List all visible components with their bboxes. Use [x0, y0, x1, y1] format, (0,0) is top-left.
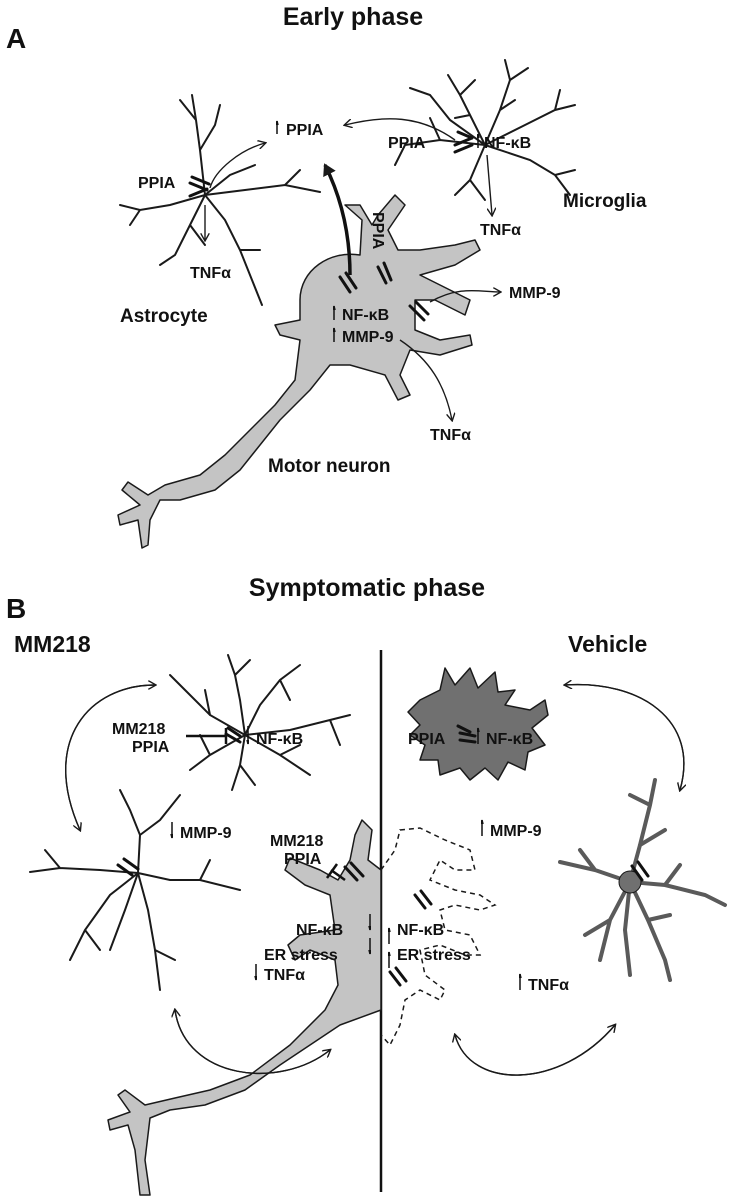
label-er-stress-right: ER stress — [397, 947, 471, 964]
astrocyte-a — [119, 94, 321, 306]
label-nfkb-neuron-left: NF-κB — [296, 922, 343, 939]
label-ppia-neuron-left: PPIA — [284, 851, 322, 868]
motor-neuron-b-right — [380, 827, 497, 1047]
microglia-a — [394, 59, 576, 201]
panel-a-title: Early phase — [283, 3, 423, 31]
panel-b-title: Symptomatic phase — [249, 574, 485, 602]
label-ppia-up: PPIA — [286, 122, 324, 139]
label-mm218-microglia: MM218 — [112, 721, 165, 738]
up-arrows-a — [277, 121, 478, 342]
label-tnf-neuron: TNFα — [430, 427, 471, 444]
astrocyte-b-right-body — [618, 870, 642, 894]
label-nfkb-neuron: NF-κB — [342, 307, 389, 324]
arrows-b — [65, 685, 684, 1076]
label-ppia-astrocyte: PPIA — [138, 175, 176, 192]
label-nfkb-neuron-right: NF-κB — [397, 922, 444, 939]
label-mmp9-right: MMP-9 — [490, 823, 542, 840]
microglia-b-right — [407, 667, 549, 781]
label-ppia-microglia-left: PPIA — [132, 739, 170, 756]
motor-neuron-b-left — [107, 819, 382, 1196]
trend-arrows-b — [172, 726, 520, 990]
label-nfkb-microglia-right: NF-κB — [486, 731, 533, 748]
microglia-b-left — [169, 654, 351, 791]
label-ppia-microglia: PPIA — [388, 135, 426, 152]
receptor-icons-b — [116, 724, 650, 987]
label-microglia: Microglia — [563, 191, 647, 212]
astrocyte-b-left — [29, 789, 241, 991]
label-nfkb-microglia: NF-κB — [484, 135, 531, 152]
panel-a-letter: A — [6, 23, 26, 54]
label-ppia-microglia-right: PPIA — [408, 731, 446, 748]
label-nfkb-microglia-left: NF-κB — [256, 731, 303, 748]
label-er-stress-left: ER stress — [264, 947, 338, 964]
condition-right: Vehicle — [568, 631, 647, 657]
label-mmp9-left: MMP-9 — [180, 825, 232, 842]
label-mmp9-neuron: MMP-9 — [342, 329, 394, 346]
arrows-a — [205, 118, 500, 420]
receptor-icons-a — [188, 130, 474, 322]
label-mmp9-out: MMP-9 — [509, 285, 561, 302]
label-tnf-right: TNFα — [528, 977, 569, 994]
ppia-secretion-arrow — [323, 163, 352, 276]
panel-b-letter: B — [6, 593, 26, 624]
label-tnf-microglia: TNFα — [480, 222, 521, 239]
label-astrocyte: Astrocyte — [120, 306, 208, 327]
label-tnf-astrocyte: TNFα — [190, 265, 231, 282]
motor-neuron-a — [117, 194, 481, 549]
label-motor-neuron: Motor neuron — [268, 456, 390, 477]
condition-left: MM218 — [14, 631, 91, 657]
inhibition-bars — [186, 728, 346, 882]
astrocyte-b-right — [558, 778, 727, 982]
label-tnf-left: TNFα — [264, 967, 305, 984]
label-mm218-neuron: MM218 — [270, 833, 323, 850]
label-ppia-neuron: PPIA — [369, 212, 386, 250]
